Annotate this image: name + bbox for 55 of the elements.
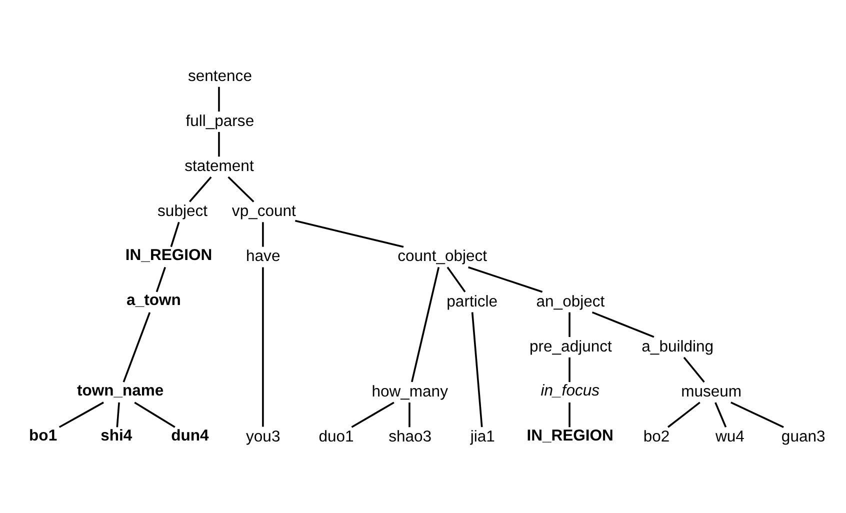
connector xyxy=(592,310,654,338)
connector xyxy=(122,312,151,382)
node-text: you3 xyxy=(246,428,280,446)
node-text: guan3 xyxy=(781,428,826,446)
connector xyxy=(411,266,440,382)
node-text: bo2 xyxy=(643,428,670,446)
connector xyxy=(58,401,104,428)
node-text: wu4 xyxy=(716,428,744,446)
connector xyxy=(568,402,570,427)
connector xyxy=(262,222,264,246)
connector xyxy=(218,131,220,156)
node-text: town_name xyxy=(76,382,164,399)
node-text: full_parse xyxy=(186,112,254,130)
connector xyxy=(134,401,176,428)
connector xyxy=(568,312,570,336)
node-text: a_building xyxy=(642,338,714,355)
node-text: particle xyxy=(446,292,498,310)
connector xyxy=(468,266,543,292)
node-text: in_focus xyxy=(540,382,600,399)
connector xyxy=(667,401,700,428)
connector xyxy=(294,219,404,248)
node-text: sentence xyxy=(188,67,252,84)
node-text: duo1 xyxy=(318,428,354,446)
node-text: vp_count xyxy=(232,202,296,220)
connector xyxy=(714,402,727,427)
connector xyxy=(156,266,166,292)
node-text: how_many xyxy=(372,382,448,400)
node-text: IN_REGION xyxy=(125,246,212,264)
node-text: IN_REGION xyxy=(526,426,614,444)
node-text: a_town xyxy=(126,292,181,309)
connector xyxy=(730,401,784,428)
connector xyxy=(683,356,705,382)
node-text: shao3 xyxy=(388,428,432,446)
node-text: pre_adjunct xyxy=(530,338,612,355)
connector xyxy=(218,86,220,112)
node-text: bo1 xyxy=(29,426,58,444)
connector xyxy=(262,266,264,426)
node-text: have xyxy=(246,248,280,265)
connector xyxy=(446,266,466,292)
node-text: shi4 xyxy=(100,426,132,444)
node-text: statement xyxy=(184,157,254,174)
connector xyxy=(170,221,180,247)
node-text: subject xyxy=(158,202,208,220)
connector xyxy=(228,176,254,202)
connector xyxy=(116,402,120,427)
node-text: dun4 xyxy=(171,426,209,444)
connector xyxy=(568,356,570,382)
connector xyxy=(188,176,212,202)
connector xyxy=(351,401,394,428)
connector xyxy=(408,402,410,427)
node-text: an_object xyxy=(536,292,605,310)
node-text: museum xyxy=(681,382,742,400)
node-text: count_object xyxy=(398,248,488,265)
connector xyxy=(471,312,483,427)
node-text: jia1 xyxy=(470,428,495,446)
